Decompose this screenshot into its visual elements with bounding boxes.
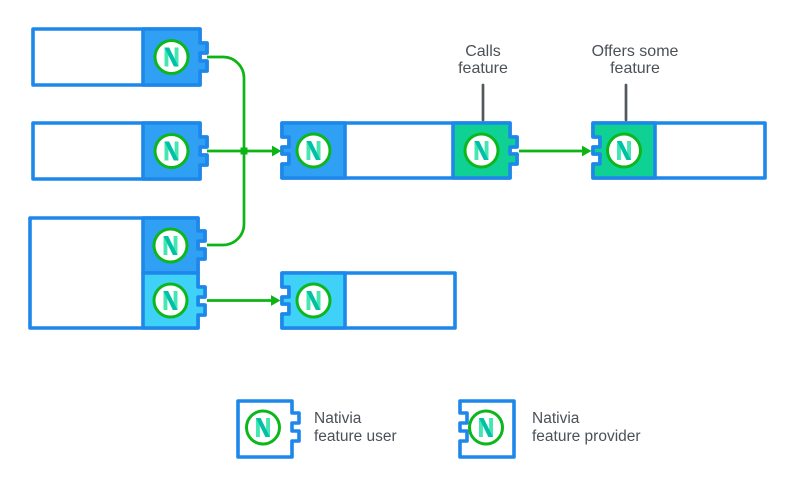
block-app-3 [28, 216, 207, 330]
arrows [207, 55, 592, 306]
nativia-logo-icon [468, 409, 504, 446]
block-bottom [280, 271, 457, 330]
legend-user-label-line1: Nativia [314, 410, 362, 427]
block-middle [280, 121, 519, 180]
nativia-logo-icon [606, 132, 642, 169]
legend-user-label-line2: feature user [314, 428, 397, 445]
calls-feature-label-line2: feature [458, 59, 508, 77]
legend-provider-label-line1: Nativia [532, 410, 580, 427]
arrow-to-bottom-head [271, 295, 281, 306]
calls-feature-label: Calls feature [408, 43, 558, 77]
arrow-middle-to-right-head [582, 145, 592, 157]
block-right [591, 121, 767, 180]
legend-provider-label: Nativia feature provider [532, 410, 641, 446]
calls-feature-label-line1: Calls [465, 43, 501, 60]
nativia-logo-icon [463, 132, 500, 169]
nativia-logo-icon [152, 227, 189, 264]
block-app-1 [31, 27, 209, 87]
nativia-logo-icon [295, 132, 332, 169]
nativia-logo-icon [295, 282, 332, 319]
legend-provider-label-line2: feature provider [532, 428, 641, 445]
offers-feature-label: Offers some feature [545, 43, 725, 77]
nativia-logo-icon [152, 282, 189, 319]
offers-feature-label-line1: Offers some [591, 43, 679, 60]
legend [236, 399, 516, 459]
nativia-logo-icon [245, 409, 281, 446]
offers-feature-label-line2: feature [610, 59, 660, 77]
arrow-to-middle-head [272, 145, 282, 157]
legend-user-label: Nativia feature user [314, 410, 397, 446]
nativia-logo-icon [153, 39, 190, 75]
nativia-logo-icon [153, 133, 190, 169]
block-app-2 [31, 121, 209, 181]
